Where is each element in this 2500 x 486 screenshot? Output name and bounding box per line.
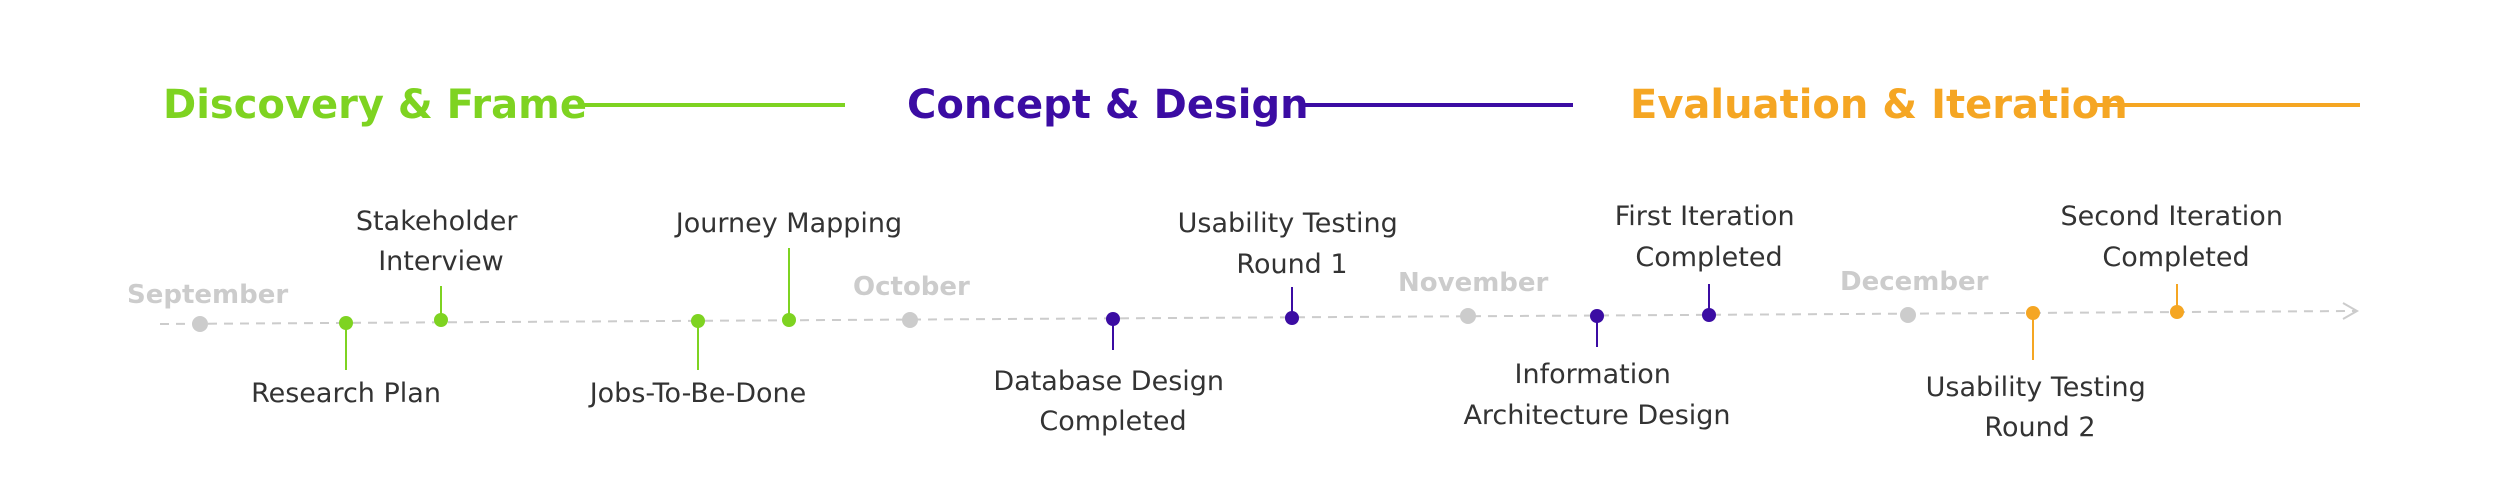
phase-title-concept: Concept & Design [907,82,1309,128]
event-label: Stakeholder Interview [356,206,526,277]
event-dot [1590,309,1604,323]
event-dot [2170,305,2184,319]
event-second-iteration: Second Iteration Completed [2060,201,2291,319]
event-dot [782,313,796,327]
phase-title-discovery: Discovery & Frame [163,82,587,128]
phase-title-evaluation: Evaluation & Iteration [1630,82,2128,128]
month-dot-november [1460,308,1476,324]
month-label-december: December [1840,267,1989,297]
event-label: Usability Testing Round 2 [1926,372,2155,443]
event-label: Usability Testing Round 1 [1178,208,1407,280]
milestone-events: Research Plan Stakeholder Interview Jobs… [251,201,2291,443]
event-label: Jobs-To-Be-Done [588,378,807,409]
month-label-november: November [1398,268,1549,298]
month-dot-october [902,312,918,328]
event-dot [434,313,448,327]
event-usability-testing-1: Usability Testing Round 1 [1178,208,1407,325]
event-dot [1702,308,1716,322]
month-markers: September October November December [127,267,1989,332]
event-usability-testing-2: Usability Testing Round 2 [1926,306,2155,443]
event-label: Database Design Completed [993,366,1232,437]
event-dot [1106,312,1120,326]
event-label: Research Plan [251,378,441,409]
event-stakeholder-interview: Stakeholder Interview [356,206,526,327]
event-label: Information Architecture Design [1463,359,1730,431]
event-database-design: Database Design Completed [993,312,1232,437]
timeline-axis-group [159,302,2360,325]
event-information-architecture: Information Architecture Design [1463,309,1731,431]
month-dot-december [1900,307,1916,323]
event-label: Second Iteration Completed [2060,201,2291,273]
timeline-axis [159,310,2356,325]
phase-headers: Discovery & Frame Concept & Design Evalu… [163,82,2360,128]
event-dot [2026,306,2040,320]
event-first-iteration: First Iteration Completed [1615,201,1804,322]
event-jobs-to-be-done: Jobs-To-Be-Done [588,314,807,409]
event-label: First Iteration Completed [1615,201,1804,273]
timeline-arrow-icon [2342,302,2360,320]
event-dot [339,316,353,330]
event-journey-mapping: Journey Mapping [674,208,902,327]
month-dot-september [192,316,208,332]
event-dot [1285,311,1299,325]
month-label-september: September [127,280,288,310]
month-label-october: October [853,272,970,302]
event-label: Journey Mapping [674,208,902,239]
event-research-plan: Research Plan [251,316,441,409]
event-dot [691,314,705,328]
